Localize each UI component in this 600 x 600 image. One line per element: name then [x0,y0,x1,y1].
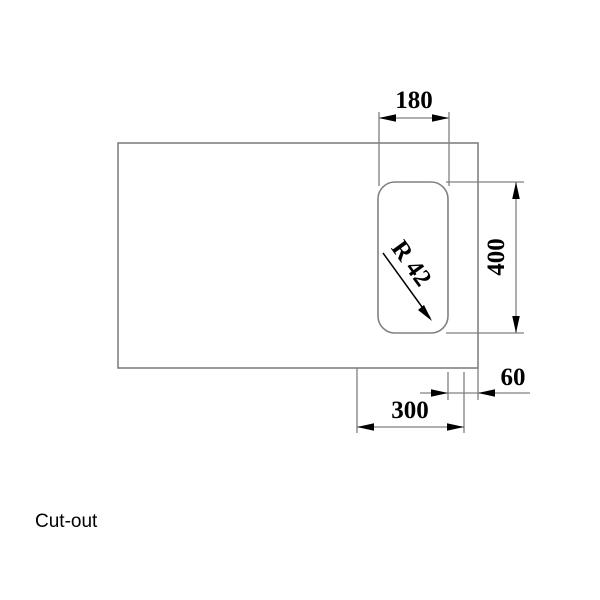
arrow-180-left [379,114,396,122]
dimension-label-180: 180 [395,87,433,114]
arrow-60-left [431,389,448,397]
arrow-300-left [357,423,374,431]
cutout-opening [377,181,449,334]
arrow-400-top [512,182,520,199]
dimension-label-60: 60 [501,364,526,391]
arrow-400-bottom [512,316,520,333]
arrow-180-right [432,114,449,122]
arrow-60-right [478,389,495,397]
dimension-label-400: 400 [483,238,510,276]
arrow-radius [418,305,432,321]
dimension-label-300: 300 [391,397,429,424]
drawing-caption: Cut-out [35,511,98,532]
arrow-300-right [447,423,464,431]
